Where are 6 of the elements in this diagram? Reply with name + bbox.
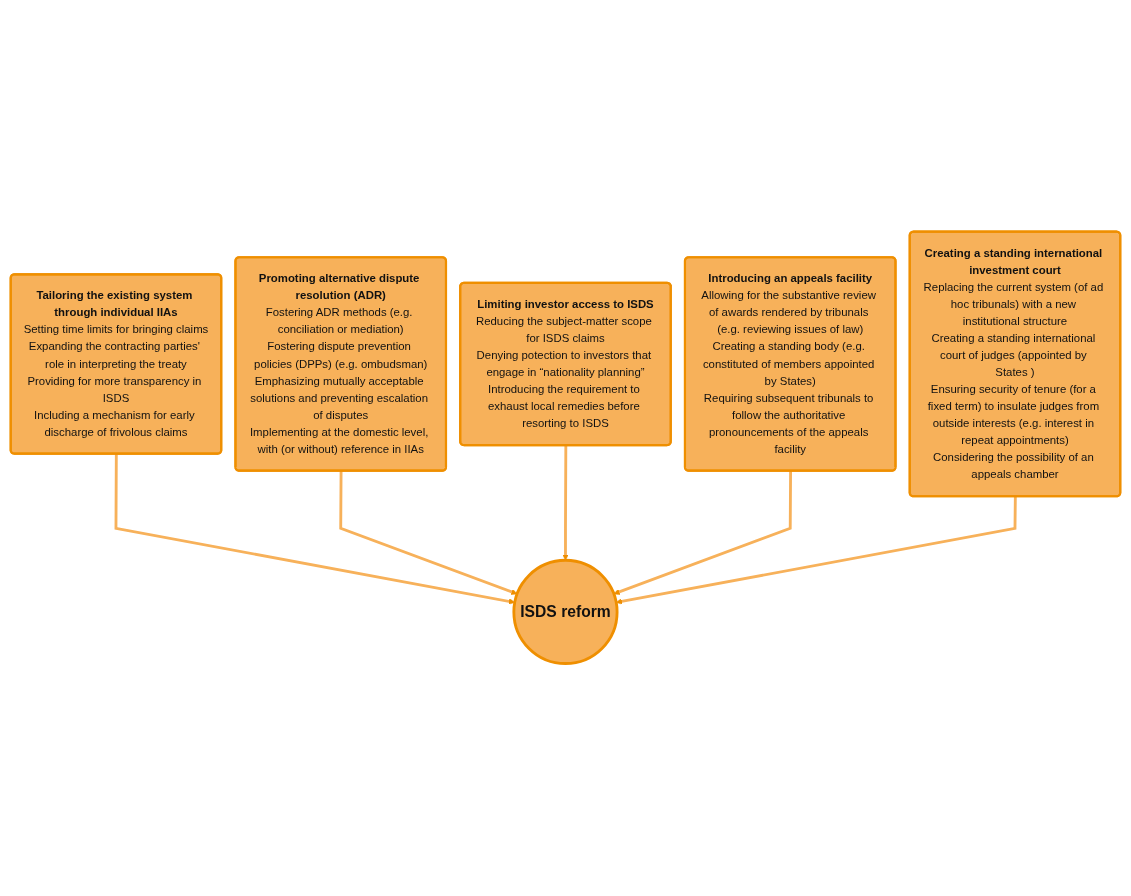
node-circle: ISDS reform <box>512 559 619 666</box>
arrow <box>339 471 518 596</box>
arrow <box>562 445 569 561</box>
arrow <box>615 497 1017 605</box>
arrow <box>114 454 516 605</box>
arrow <box>613 471 792 596</box>
